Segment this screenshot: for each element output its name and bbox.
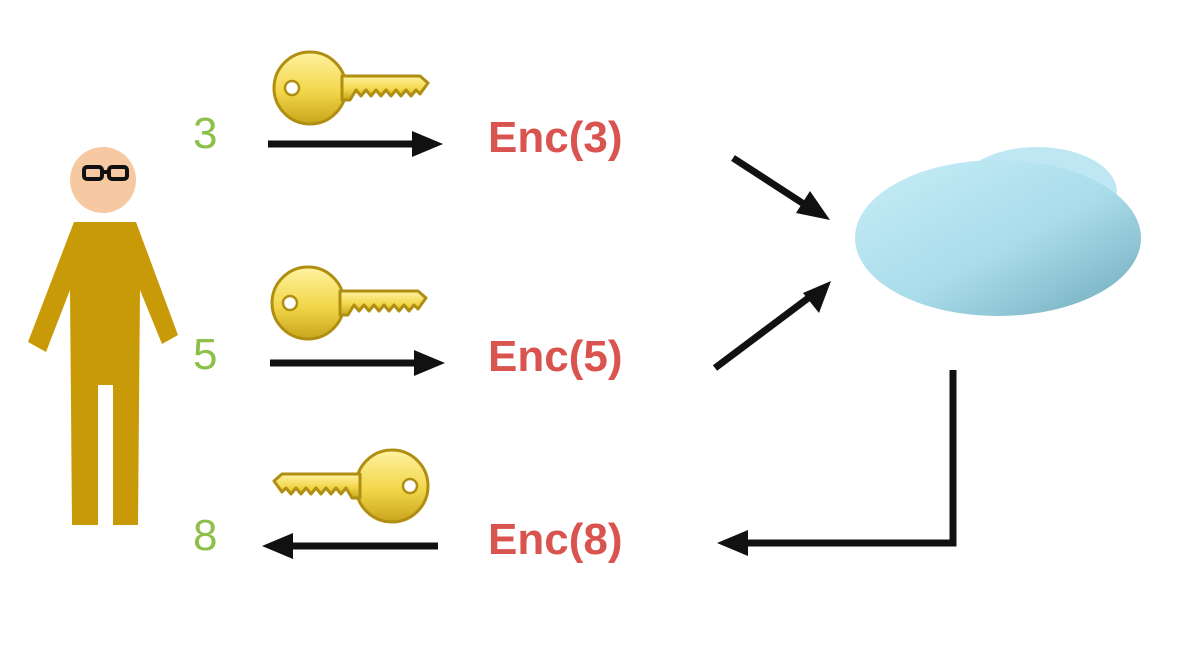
ciphertext-b: Enc(5) — [488, 332, 623, 381]
arrow-from-cloud — [717, 370, 957, 556]
plaintext-value-b: 5 — [193, 330, 218, 379]
plaintext-result: 8 — [193, 511, 218, 560]
arrow-to-cloud-a — [731, 155, 830, 220]
arrow-encrypt-b — [270, 350, 445, 376]
glasses-icon — [82, 165, 129, 181]
arrow-encrypt-a — [268, 131, 443, 157]
key-icon-encrypt-b — [270, 265, 428, 341]
person-icon — [28, 147, 178, 525]
key-icon-encrypt-a — [272, 50, 430, 126]
cloud-icon — [855, 147, 1141, 316]
arrow-decrypt — [262, 533, 438, 559]
person-body — [28, 222, 178, 525]
ciphertext-a: Enc(3) — [488, 113, 623, 162]
key-icon-decrypt — [272, 448, 430, 524]
person-head — [70, 147, 136, 213]
ciphertext-result: Enc(8) — [488, 515, 623, 564]
plaintext-value-a: 3 — [193, 109, 218, 158]
arrow-to-cloud-b — [712, 281, 831, 371]
